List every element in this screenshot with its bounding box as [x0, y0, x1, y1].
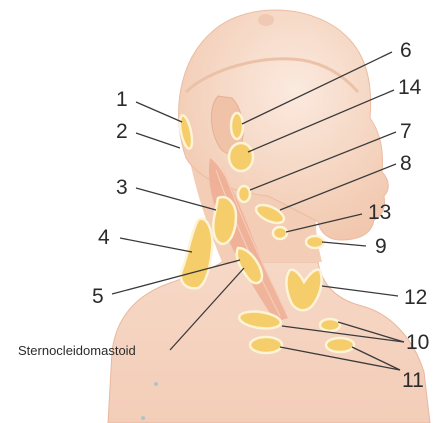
torso-mark — [154, 382, 158, 386]
label-2: 2 — [116, 121, 128, 142]
label-5: 5 — [92, 286, 104, 307]
label-7: 7 — [400, 121, 412, 142]
leader-line-9 — [322, 242, 366, 246]
label-13: 13 — [368, 202, 391, 223]
label-3: 3 — [116, 177, 128, 198]
lymph-node-10-right — [320, 319, 340, 331]
label-12: 12 — [404, 287, 427, 308]
lymph-node-7 — [238, 186, 250, 202]
lymph-node-14 — [229, 143, 253, 171]
label-6: 6 — [400, 40, 412, 61]
leader-line-1 — [136, 102, 182, 122]
leader-line-4 — [120, 238, 192, 252]
lymph-node-9 — [306, 236, 324, 248]
label-11: 11 — [402, 370, 424, 391]
torso-mark — [141, 416, 145, 420]
lymph-node-3 — [213, 197, 236, 244]
sternocleidomastoid-label: Sternocleidomastoid — [18, 344, 136, 357]
lymph-node-11-left — [250, 337, 282, 353]
label-10: 10 — [406, 332, 429, 353]
crown-mark — [258, 14, 274, 26]
label-1: 1 — [116, 89, 128, 110]
label-9: 9 — [375, 236, 387, 257]
label-8: 8 — [400, 153, 412, 174]
label-4: 4 — [98, 227, 110, 248]
lymph-node-11-right — [326, 338, 354, 352]
label-14: 14 — [398, 77, 421, 98]
lymph-node-6 — [231, 113, 243, 139]
leader-line-2 — [136, 133, 180, 148]
lymph-node-13 — [273, 227, 287, 239]
